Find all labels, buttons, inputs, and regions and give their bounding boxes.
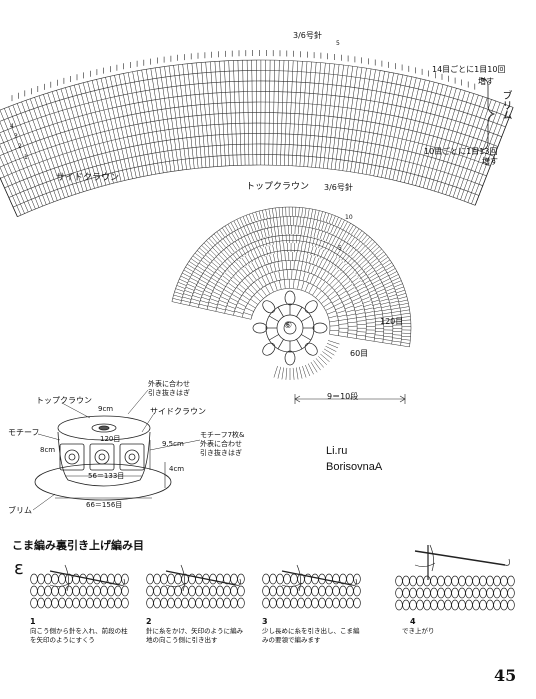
top-crown-needle: 3/6号針	[324, 183, 353, 192]
side-crown-needle: 3/6号針	[293, 31, 322, 40]
step-3-line-2: みの要領で編みます	[262, 636, 321, 644]
brim-label: ブリム	[500, 90, 511, 120]
step-3-line-1: 少し長めに糸を引き出し、こま編	[262, 627, 360, 635]
step-2-number: 2	[146, 617, 152, 626]
top-crown-dimension: 9＝10段	[327, 392, 359, 401]
step-1-line-2: を矢印のようにすくう	[30, 636, 95, 644]
step-4-line-1: でき上がり	[402, 627, 435, 635]
step-1-number: 1	[30, 617, 36, 626]
join-note-2: 引き抜きはぎ	[148, 389, 190, 397]
step-2-line-2: 地の向こう側に引き出す	[146, 636, 218, 644]
credit-line-1: Li.ru	[326, 445, 348, 457]
increase-bottom-note-2: 増す	[482, 157, 498, 166]
side-crown-title: サイドクラウン	[56, 173, 120, 183]
dim-56: 56＝133目	[88, 472, 125, 480]
stitch-count-60: 60目	[350, 349, 369, 358]
crown-body	[57, 431, 151, 487]
side-crown-chart	[0, 50, 514, 217]
center-symbol: ⑥	[284, 321, 293, 331]
step-2-line-1: 針に糸をかけ、矢印のように編み	[146, 627, 244, 635]
row-label-1: 1	[24, 154, 28, 161]
row-label-2: 2	[18, 143, 22, 150]
st-120: 120目	[100, 435, 121, 443]
join-note-1: 外表に合わせ	[148, 380, 190, 388]
motif-note-2: 外表に合わせ	[200, 440, 242, 448]
brim-outline	[34, 463, 172, 501]
top-crown-chart	[171, 206, 412, 404]
row-label-5: 5	[336, 40, 340, 47]
top-crown-title: トップクラウン	[246, 182, 310, 192]
increase-top-note-2: 増す	[478, 77, 494, 86]
technique-illustrations	[30, 544, 515, 611]
hat-motif-label: モチーフ	[8, 428, 40, 437]
row-label-4: 4	[10, 123, 14, 130]
technique-title: こま編み裏引き上げ編み目	[12, 539, 144, 552]
dim-8cm: 8cm	[40, 446, 56, 454]
dim-4cm: 4cm	[169, 465, 185, 473]
step-3-number: 3	[262, 617, 268, 626]
motif-note-1: モチーフ7枚&	[200, 431, 245, 439]
top-center	[91, 423, 117, 433]
increase-bottom-note: 10目ごとに1目13回	[424, 147, 498, 156]
credit-line-2: BorisovnaA	[326, 461, 383, 473]
hat-brim-label: ブリム	[8, 506, 32, 515]
round-label-5: 5	[338, 245, 342, 252]
dim-9-5cm: 9.5cm	[162, 440, 184, 448]
page-number: 45	[494, 666, 517, 685]
stitch-count-120: 120目	[380, 317, 404, 326]
step-1-line-1: 向こう側から針を入れ、前段の柱	[30, 627, 128, 635]
round-label-10: 10	[345, 214, 353, 221]
motif-note-3: 引き抜きはぎ	[200, 449, 242, 457]
dim-66: 66＝156目	[86, 501, 123, 509]
brim-brace	[479, 77, 496, 151]
dim-9cm: 9cm	[98, 405, 114, 413]
hat-assembly-illustration	[32, 389, 201, 511]
step-4-number: 4	[410, 617, 416, 626]
hat-side-crown-label: サイドクラウン	[150, 407, 206, 416]
hat-top-crown-label: トップクラウン	[36, 396, 92, 405]
row-label-3: 3	[14, 133, 18, 140]
increase-top-note: 14目ごとに1目10回	[432, 65, 506, 74]
technique-symbol: ɛ	[14, 558, 24, 579]
